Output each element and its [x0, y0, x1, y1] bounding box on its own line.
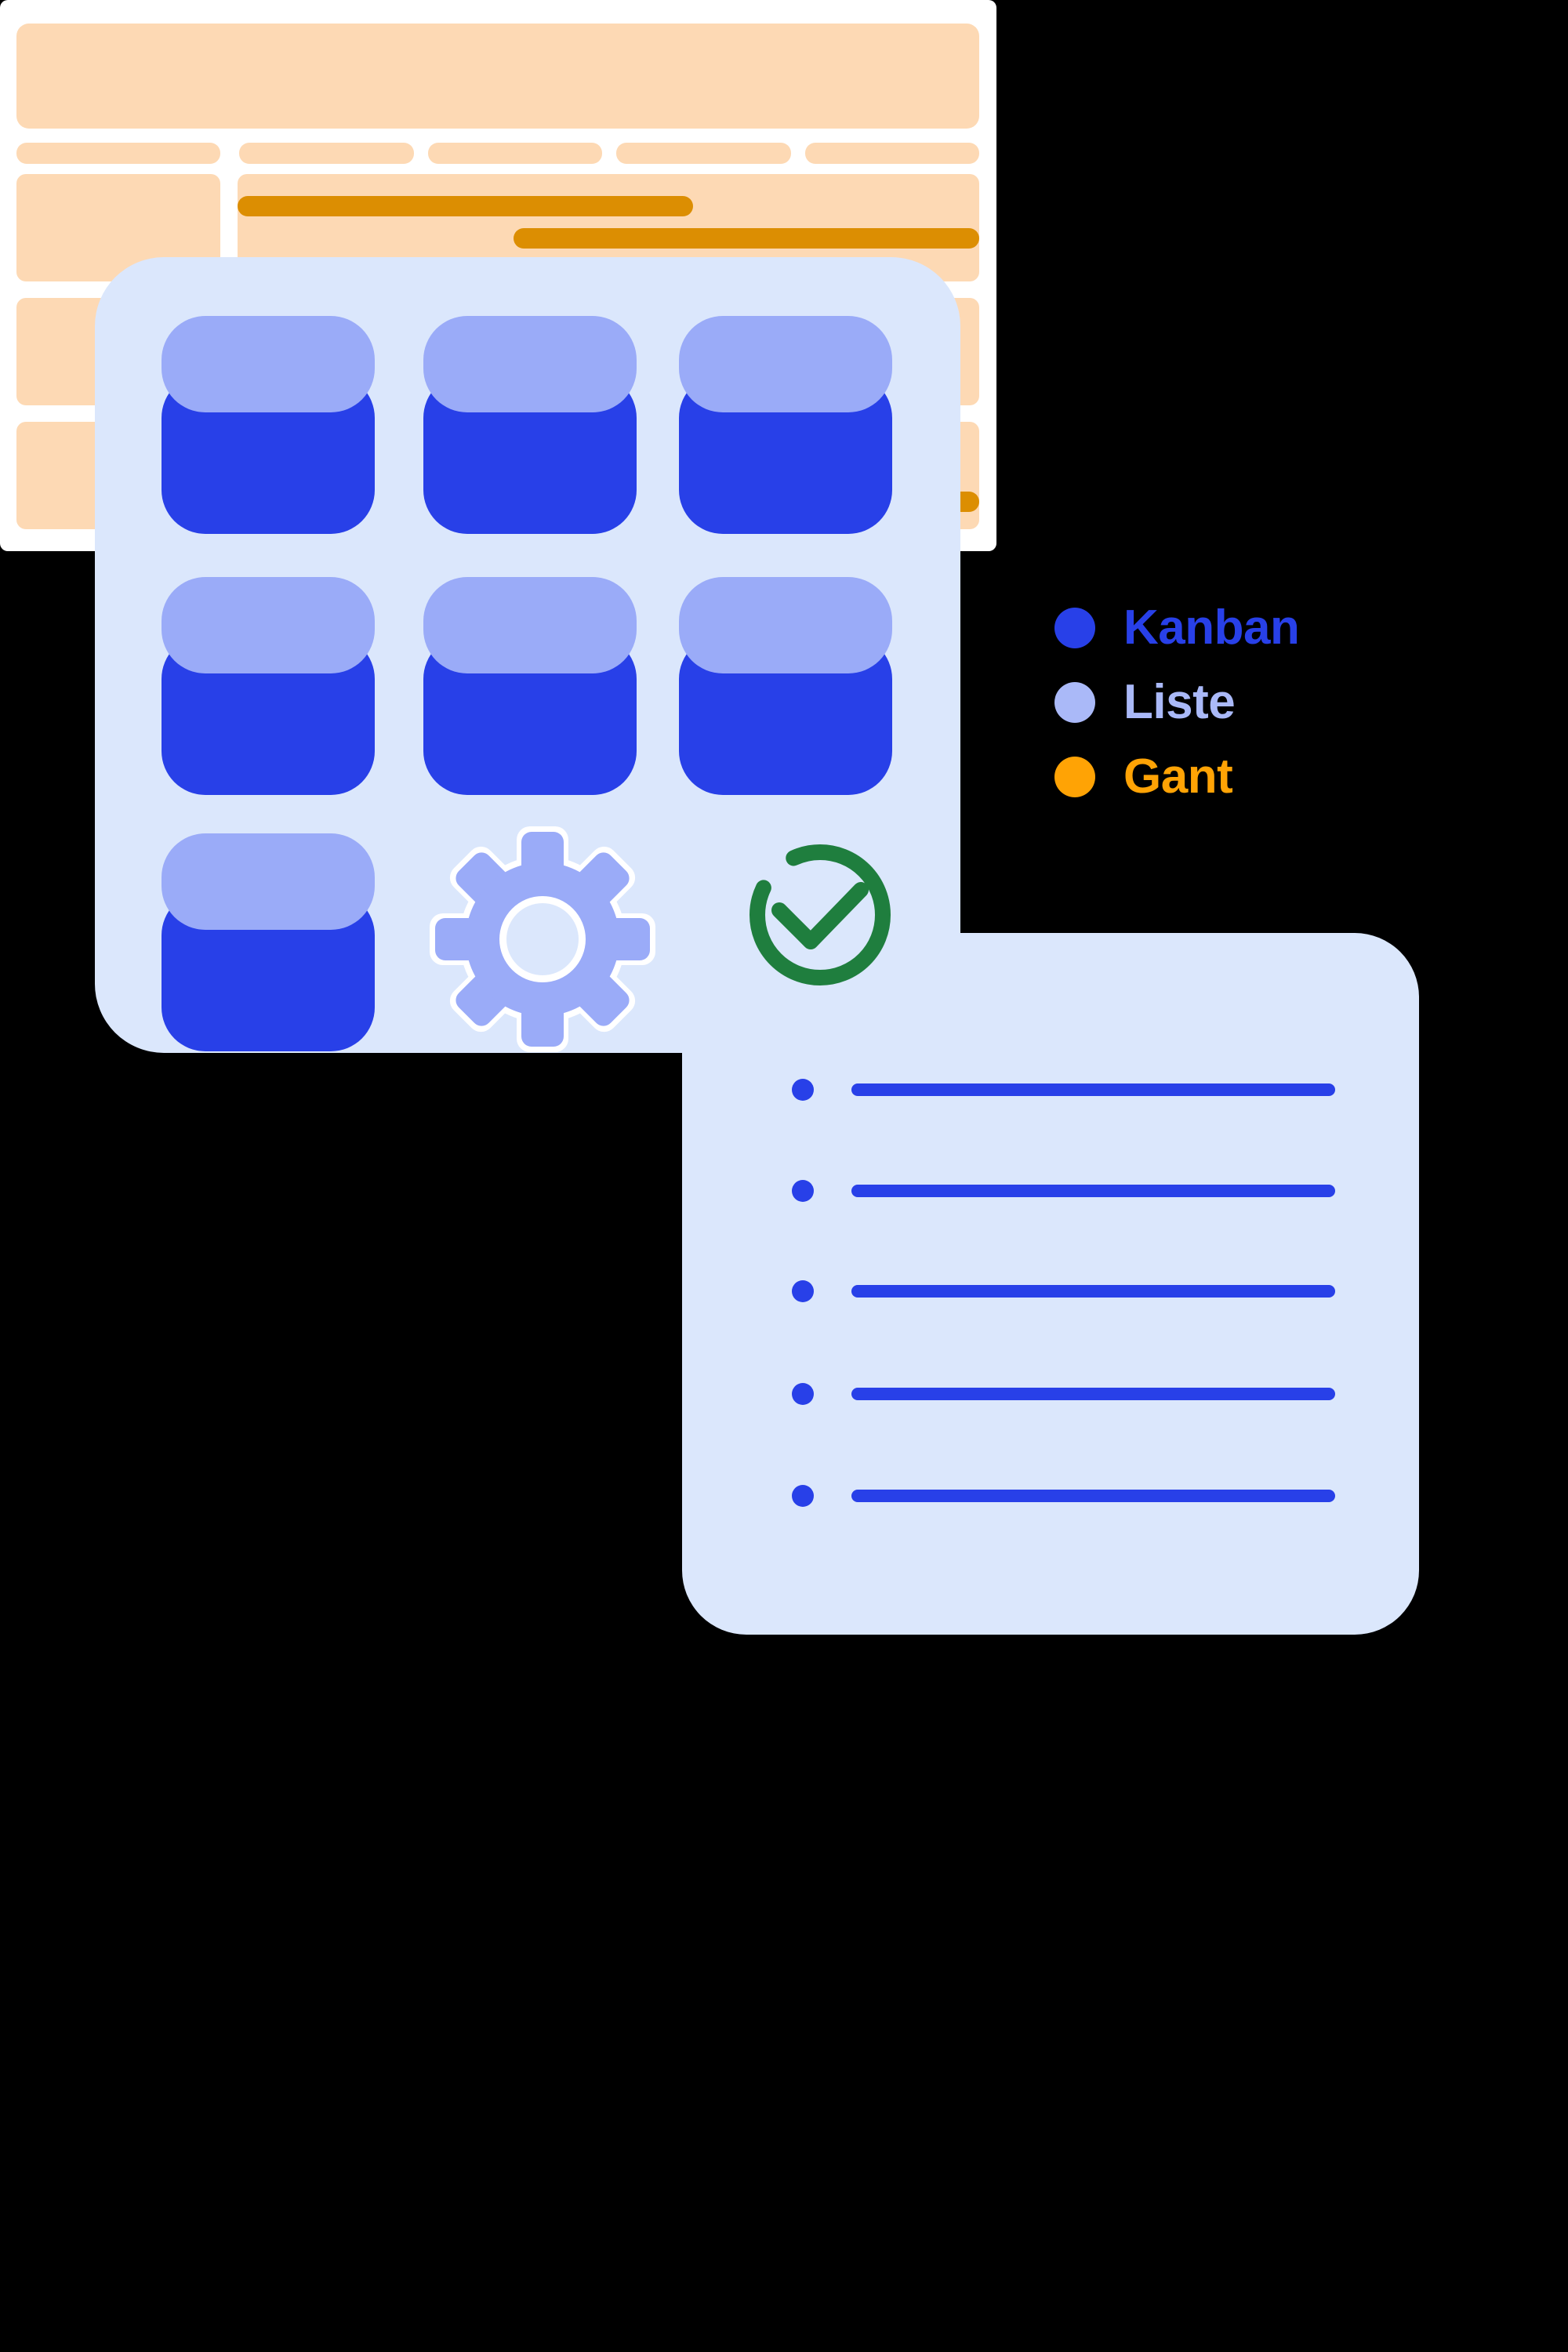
kanban-board-card [95, 257, 960, 1053]
task-line [851, 1083, 1335, 1096]
legend-label: Kanban [1123, 601, 1300, 655]
gantt-bar [238, 196, 693, 216]
check-icon [750, 844, 891, 985]
kanban-card-cell [679, 316, 892, 534]
bullet-dot [792, 1079, 814, 1101]
kanban-cell-header [679, 577, 892, 673]
bullet-dot [792, 1280, 814, 1302]
legend-label: Liste [1123, 675, 1236, 729]
legend-item-liste: Liste [1054, 675, 1299, 729]
task-line [851, 1388, 1335, 1400]
gear-icon [430, 826, 655, 1052]
bullet-dot [792, 1485, 814, 1507]
gantt-column-pill [16, 143, 220, 164]
bullet-dot [792, 1383, 814, 1405]
kanban-card-cell [679, 577, 892, 795]
kanban-cell-header [423, 316, 637, 412]
kanban-card-cell [423, 577, 637, 795]
gant-color-dot [1054, 757, 1095, 797]
kanban-cell-header [162, 577, 375, 673]
kanban-cell-header [423, 577, 637, 673]
gantt-column-pill [239, 143, 414, 164]
gantt-bar [513, 228, 979, 249]
kanban-cell-header [162, 833, 375, 930]
gantt-column-pill-group [239, 143, 979, 164]
task-line [851, 1285, 1335, 1298]
view-legend: Kanban Liste Gant [1054, 601, 1300, 804]
kanban-card-cell [162, 577, 375, 795]
gantt-column-headers [16, 143, 979, 164]
liste-color-dot [1054, 682, 1095, 723]
gantt-header-bar [16, 24, 979, 129]
legend-item-gant: Gant [1054, 750, 1299, 804]
kanban-cell-header [679, 316, 892, 412]
gantt-column-pill [616, 143, 791, 164]
task-line [851, 1185, 1335, 1197]
task-line [851, 1490, 1335, 1502]
legend-item-kanban: Kanban [1054, 601, 1300, 655]
gantt-column-pill [804, 143, 979, 164]
kanban-card-cell [162, 833, 375, 1051]
kanban-card-cell [423, 316, 637, 534]
bullet-dot [792, 1180, 814, 1202]
kanban-cell-header [162, 316, 375, 412]
gantt-column-pill [427, 143, 602, 164]
kanban-card-cell [162, 316, 375, 534]
kanban-color-dot [1054, 608, 1095, 648]
legend-label: Gant [1123, 750, 1233, 804]
